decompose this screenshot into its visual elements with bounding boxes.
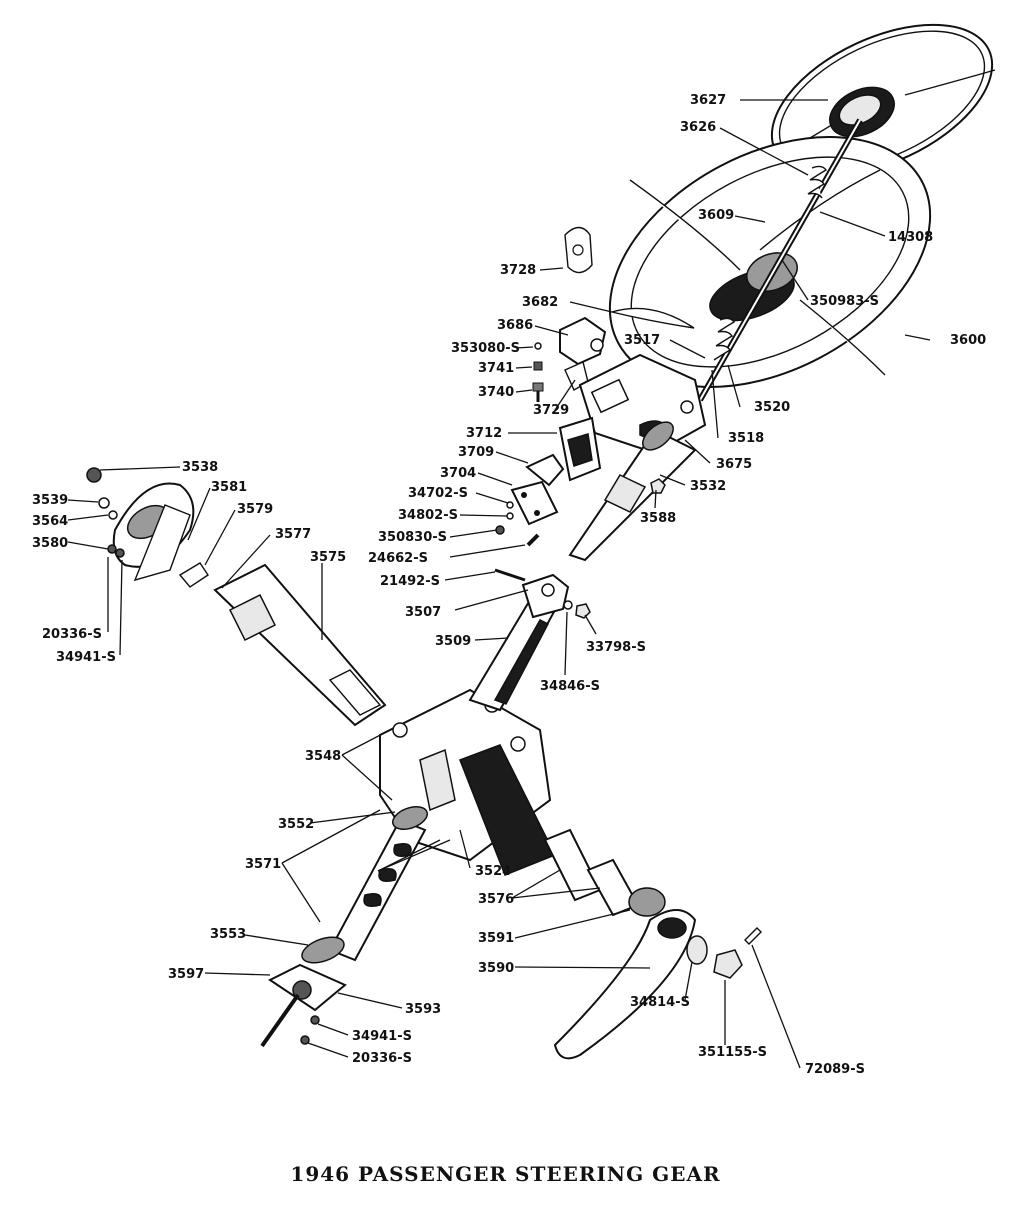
label-3709: 3709 [458,445,494,460]
label-3552: 3552 [278,817,314,832]
label-3576: 3576 [478,892,514,907]
label-3520: 3520 [754,400,790,415]
label-351155-S: 351155-S [698,1045,767,1060]
label-3600: 3600 [950,333,986,348]
label-34846-S: 34846-S [540,679,600,694]
label-3593: 3593 [405,1002,441,1017]
diagram-title: 1946 PASSENGER STEERING GEAR [290,1162,721,1186]
label-3590: 3590 [478,961,514,976]
label-33798-S: 33798-S [586,640,646,655]
label-3581: 3581 [211,480,247,495]
label-3686: 3686 [497,318,533,333]
hex-nut-3588 [650,478,666,494]
lockwasher-34941-b [310,1015,320,1025]
bearing-3553 [301,936,345,964]
column-clamp [494,568,570,619]
nut-351155 [713,949,743,979]
bolt-3740 [532,382,544,402]
label-3517: 3517 [624,333,660,348]
label-21492-S: 21492-S [380,574,440,589]
label-34941-S-lower: 34941-S [352,1029,412,1044]
label-3577: 3577 [275,527,311,542]
label-350983-S: 350983-S [810,294,879,309]
emblem-plate [564,226,593,274]
label-3704: 3704 [440,466,476,481]
screw-353080 [534,342,542,350]
label-3712: 3712 [466,426,502,441]
label-3575: 3575 [310,550,346,565]
label-3609: 3609 [698,208,734,223]
label-3627: 3627 [690,93,726,108]
label-353080-S: 353080-S [451,341,520,356]
column-tube [568,421,697,562]
clamp-plate [525,453,565,487]
label-24662-S: 24662-S [368,551,428,566]
side-cover-assembly [86,467,195,582]
nut-350830 [495,525,505,535]
label-20336-S-lower: 20336-S [352,1051,412,1066]
label-3564: 3564 [32,514,68,529]
washer-3741 [533,361,543,371]
label-3675: 3675 [716,457,752,472]
retainer-clip [609,307,695,329]
label-3532: 3532 [690,479,726,494]
label-3728: 3728 [500,263,536,278]
bracket-slot [567,433,593,467]
bolt-24662 [526,533,540,547]
horn-button [829,86,895,138]
label-3538: 3538 [182,460,218,475]
label-14308: 14308 [888,230,933,245]
seal-3591 [628,887,666,917]
label-3509: 3509 [435,634,471,649]
label-3626: 3626 [680,120,716,135]
jacket-tube [468,598,557,712]
gasket-3579 [178,562,209,588]
bolt-20336-b [300,1035,310,1045]
label-3588: 3588 [640,511,676,526]
end-plate [260,963,347,1048]
leader-lines [67,99,931,1069]
label-20336-S: 20336-S [42,627,102,642]
label-3553: 3553 [210,927,246,942]
label-3579: 3579 [237,502,273,517]
label-34702-S: 34702-S [408,486,468,501]
label-3539: 3539 [32,493,68,508]
label-350830-S: 350830-S [378,530,447,545]
steering-shaft-upper [697,118,863,402]
lockwasher-34814 [686,935,708,965]
cotter-pin-72089 [744,927,762,945]
label-34802-S: 34802-S [398,508,458,523]
steering-wheel [608,136,932,388]
washer-34802 [506,512,514,520]
label-3571: 3571 [245,857,281,872]
label-3597: 3597 [168,967,204,982]
bearing-cup-3552 [391,806,429,830]
label-72089-S: 72089-S [805,1062,865,1077]
label-34941-S: 34941-S [56,650,116,665]
part-labels: 3627 3626 3609 14308 3728 350983-S 3682 … [32,93,986,1077]
label-3524: 3524 [475,864,511,879]
pitman-arm [553,909,697,1060]
label-3518: 3518 [728,431,764,446]
clamp-block [510,480,559,526]
label-3580: 3580 [32,536,68,551]
label-3741: 3741 [478,361,514,376]
nut-33798 [575,603,591,619]
sector-shaft [213,563,387,727]
label-3591: 3591 [478,931,514,946]
screw-34702 [506,501,514,509]
label-3548: 3548 [305,749,341,764]
washer-34846 [563,600,573,610]
label-34814-S: 34814-S [630,995,690,1010]
label-3729: 3729 [533,403,569,418]
label-3507: 3507 [405,605,441,620]
worm-gear [328,818,427,962]
bushings [543,828,640,917]
label-3682: 3682 [522,295,558,310]
label-3740: 3740 [478,385,514,400]
